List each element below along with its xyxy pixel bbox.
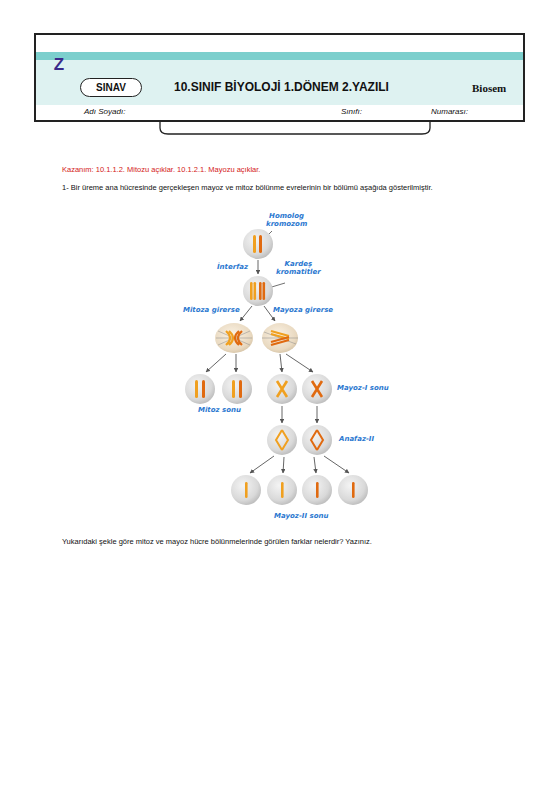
phase-label: Mayoz-II sonu xyxy=(274,513,328,521)
branch-label: Mitoza girerse xyxy=(183,307,240,315)
branch-label: Mayoza girerse xyxy=(273,307,333,315)
phase-label: Anafaz-II xyxy=(339,436,374,444)
question-text: 1- Bir üreme ana hücresinde gerçekleşen … xyxy=(62,184,433,193)
learning-outcome: Kazanım: 10.1.1.2. Mitozu açıklar. 10.1.… xyxy=(62,166,260,175)
phase-label: Mitoz sonu xyxy=(198,407,241,415)
phase-label: Mayoz-I sonu xyxy=(337,385,389,393)
part-label: Homolog kromozom xyxy=(266,213,307,228)
header-frame: 10.SINIF BİYOLOJİ 1.DÖNEM 2.YAZILI Biosem… xyxy=(34,33,525,122)
field-label: Adı Soyadı: xyxy=(84,107,125,116)
exam-title: 10.SINIF BİYOLOJİ 1.DÖNEM 2.YAZILI xyxy=(174,81,389,95)
part-label: Kardeş kromatitler xyxy=(276,261,321,276)
question-text: Yukarıdaki şekle göre mitoz ve mayoz hüc… xyxy=(62,538,372,547)
phase-label: İnterfaz xyxy=(217,264,248,272)
field-label: Sınıfı: xyxy=(341,107,362,116)
pill-text: SINAV xyxy=(96,81,126,94)
field-label: Numarası: xyxy=(431,107,468,116)
teal-band xyxy=(36,52,523,60)
exam-pill: SINAV xyxy=(80,78,142,97)
logo-letter: Z xyxy=(54,55,64,75)
channel-name: Biosem xyxy=(472,82,506,95)
